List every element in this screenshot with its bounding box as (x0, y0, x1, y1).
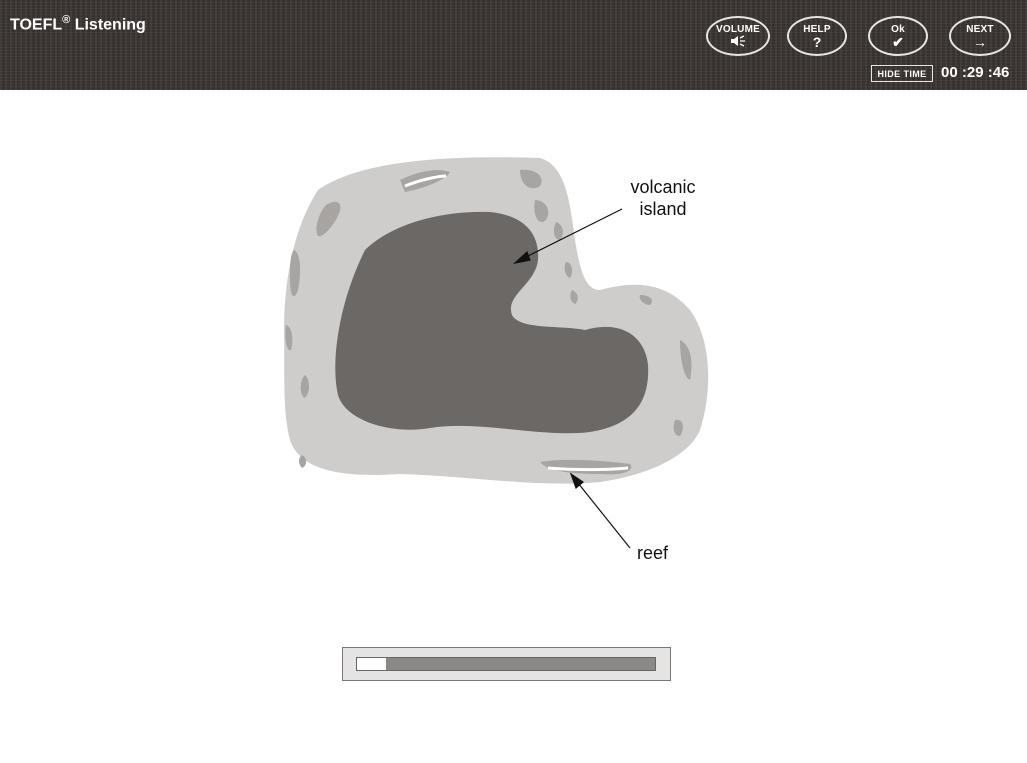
volcanic-label-line1: volcanic (608, 176, 718, 198)
arrow-right-icon: → (951, 35, 1009, 49)
ok-button[interactable]: Ok ✔ (868, 16, 928, 56)
audio-progress-bar (342, 647, 671, 681)
top-bar: TOEFL® Listening VOLUME HELP ? Ok ✔ NEXT… (0, 0, 1027, 90)
volcanic-island-label: volcanic island (608, 176, 718, 220)
checkmark-icon: ✔ (870, 35, 926, 49)
app-title-suffix: Listening (70, 16, 146, 33)
app-title-text: TOEFL (10, 16, 62, 33)
volume-button-label: VOLUME (708, 24, 768, 35)
hide-time-button[interactable]: HIDE TIME (871, 65, 933, 82)
help-button[interactable]: HELP ? (787, 16, 847, 56)
volcanic-label-line2: island (608, 198, 718, 220)
reef-arrow (574, 478, 630, 548)
volume-button[interactable]: VOLUME (706, 16, 770, 56)
app-title: TOEFL® Listening (10, 14, 146, 34)
question-icon: ? (789, 35, 845, 49)
next-button[interactable]: NEXT → (949, 16, 1011, 56)
speaker-icon (708, 35, 768, 49)
reef-label: reef (637, 542, 668, 564)
timer: 00 :29 :46 (941, 64, 1009, 81)
audio-progress-fill (357, 658, 387, 670)
audio-progress-track (356, 657, 656, 671)
